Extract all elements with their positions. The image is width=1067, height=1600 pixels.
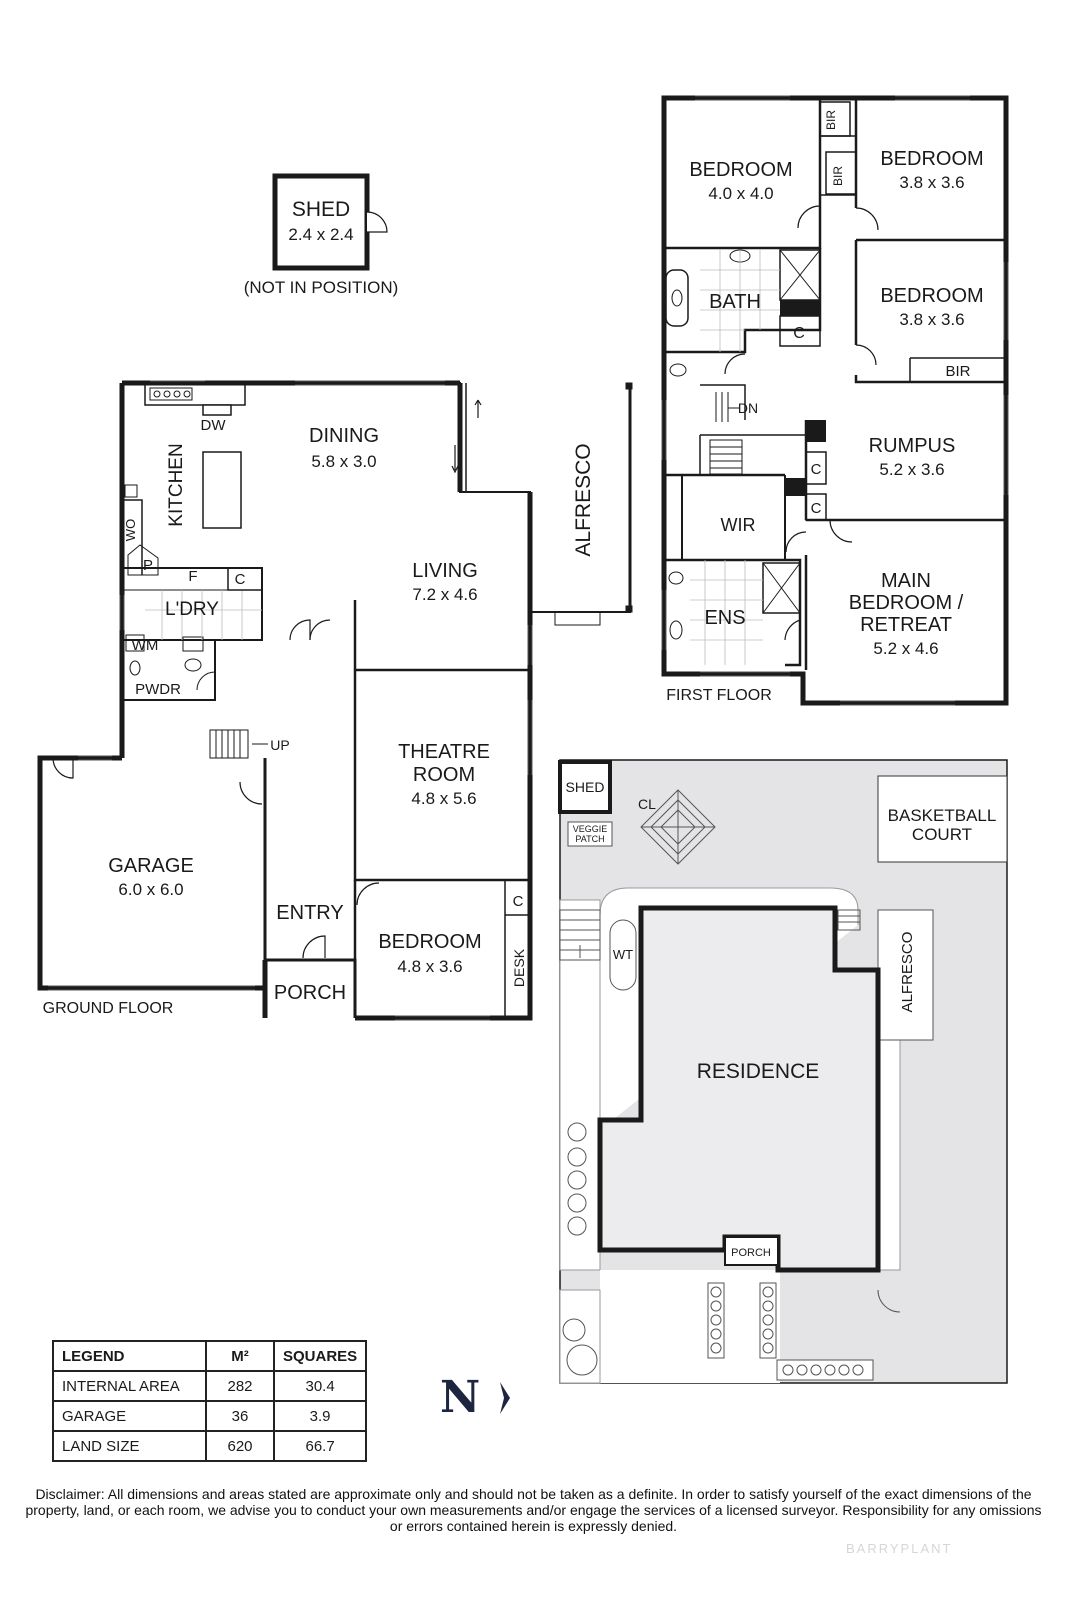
bath-name: BATH bbox=[709, 291, 761, 313]
first-floor-labels: BEDROOM 4.0 x 4.0 BEDROOM 3.8 x 3.6 BIR … bbox=[666, 110, 983, 704]
laundry-name: L'DRY bbox=[165, 599, 219, 620]
entry-name: ENTRY bbox=[276, 902, 343, 924]
main-name1: MAIN bbox=[881, 570, 931, 592]
up-label: UP bbox=[270, 737, 289, 753]
legend-row-squares: 3.9 bbox=[272, 1400, 368, 1432]
site-residence-label: RESIDENCE bbox=[697, 1060, 820, 1083]
legend-row: INTERNAL AREA 282 30.4 bbox=[52, 1370, 368, 1402]
fridge-label: F bbox=[188, 568, 197, 585]
alfresco-name: ALFRESCO bbox=[572, 443, 595, 556]
site-basketball1: BASKETBALL bbox=[888, 806, 997, 825]
legend-row-squares: 66.7 bbox=[272, 1430, 368, 1462]
theatre-name2: ROOM bbox=[413, 764, 475, 786]
bedroom-gf-dims: 4.8 x 3.6 bbox=[397, 957, 462, 976]
wo-label: WO bbox=[123, 519, 138, 541]
legend-row: LAND SIZE 620 66.7 bbox=[52, 1430, 368, 1462]
shed-note: (NOT IN POSITION) bbox=[244, 278, 399, 297]
pantry-label: P bbox=[143, 557, 153, 574]
rumpus-name: RUMPUS bbox=[869, 435, 956, 457]
legend-header-row: LEGEND M² SQUARES bbox=[52, 1340, 368, 1372]
site-veggie1: VEGGIE bbox=[573, 824, 608, 834]
ground-floor-plan bbox=[37, 380, 633, 1021]
bir2-label: BIR bbox=[831, 166, 845, 186]
living-name: LIVING bbox=[412, 560, 478, 582]
legend-row-m2: 36 bbox=[205, 1400, 275, 1432]
ground-floor-labels: DINING 5.8 x 3.0 KITCHEN DW WO P F C L'D… bbox=[43, 417, 595, 1017]
site-shed-label: SHED bbox=[566, 779, 605, 795]
first-floor-title: FIRST FLOOR bbox=[666, 687, 772, 704]
legend-row: GARAGE 36 3.9 bbox=[52, 1400, 368, 1432]
dw-label: DW bbox=[201, 417, 227, 434]
garage-name: GARAGE bbox=[108, 855, 194, 877]
cupboard2-label: C bbox=[513, 893, 524, 910]
legend-row-label: INTERNAL AREA bbox=[52, 1370, 207, 1402]
porch-name: PORCH bbox=[274, 982, 346, 1004]
wm-label: WM bbox=[132, 637, 159, 654]
dining-dims: 5.8 x 3.0 bbox=[311, 452, 376, 471]
site-veggie2: PATCH bbox=[575, 834, 604, 844]
shed-drawing: SHED 2.4 x 2.4 (NOT IN POSITION) bbox=[244, 173, 399, 297]
main-dims: 5.2 x 4.6 bbox=[873, 639, 938, 658]
bedroom1-name: BEDROOM bbox=[689, 159, 792, 181]
bedroom2-name: BEDROOM bbox=[880, 148, 983, 170]
main-name3: RETREAT bbox=[860, 614, 952, 636]
c3-label: C bbox=[811, 500, 822, 517]
ens-name: ENS bbox=[704, 607, 745, 629]
cupboard-label: C bbox=[235, 571, 246, 588]
first-floor-plan bbox=[661, 95, 1009, 706]
disclaimer-text: Disclaimer: All dimensions and areas sta… bbox=[25, 1486, 1042, 1534]
garage-dims: 6.0 x 6.0 bbox=[118, 880, 183, 899]
c2-label: C bbox=[811, 461, 822, 478]
north-label: N bbox=[440, 1372, 481, 1423]
legend-row-m2: 282 bbox=[205, 1370, 275, 1402]
bedroom2-dims: 3.8 x 3.6 bbox=[899, 173, 964, 192]
area-legend-table: LEGEND M² SQUARES INTERNAL AREA 282 30.4… bbox=[52, 1340, 368, 1462]
shed-dims: 2.4 x 2.4 bbox=[288, 225, 353, 244]
north-arrow-icon bbox=[500, 1382, 510, 1414]
legend-row-squares: 30.4 bbox=[272, 1370, 368, 1402]
site-basketball2: COURT bbox=[912, 825, 972, 844]
wir-name: WIR bbox=[721, 515, 756, 535]
desk-label: DESK bbox=[511, 948, 527, 987]
dining-name: DINING bbox=[309, 425, 379, 447]
site-plan-labels: SHED CL VEGGIE PATCH BASKETBALL COURT WT… bbox=[566, 779, 997, 1259]
bedroom3-name: BEDROOM bbox=[880, 285, 983, 307]
legend-header-squares: SQUARES bbox=[272, 1340, 368, 1372]
legend-row-label: GARAGE bbox=[52, 1400, 207, 1432]
legend-row-label: LAND SIZE bbox=[52, 1430, 207, 1462]
main-name2: BEDROOM / bbox=[849, 592, 964, 614]
dn-label: DN bbox=[738, 400, 758, 416]
legend-row-m2: 620 bbox=[205, 1430, 275, 1462]
living-dims: 7.2 x 4.6 bbox=[412, 585, 477, 604]
powder-name: PWDR bbox=[135, 681, 181, 698]
shed-name: SHED bbox=[292, 198, 350, 221]
watermark-logo: BARRYPLANT bbox=[846, 1541, 953, 1556]
theatre-name1: THEATRE bbox=[398, 741, 490, 763]
bedroom1-dims: 4.0 x 4.0 bbox=[708, 184, 773, 203]
site-wt-label: WT bbox=[613, 947, 633, 962]
rumpus-dims: 5.2 x 3.6 bbox=[879, 460, 944, 479]
bedroom-gf-name: BEDROOM bbox=[378, 931, 481, 953]
legend-header-m2: M² bbox=[205, 1340, 275, 1372]
ground-floor-title: GROUND FLOOR bbox=[43, 1000, 174, 1017]
bedroom3-dims: 3.8 x 3.6 bbox=[899, 310, 964, 329]
site-alfresco-label: ALFRESCO bbox=[899, 932, 916, 1013]
legend-header-label: LEGEND bbox=[52, 1340, 207, 1372]
site-plan bbox=[558, 759, 1008, 1384]
c1-label: C bbox=[793, 325, 805, 342]
bir3-label: BIR bbox=[945, 363, 970, 380]
bir1-label: BIR bbox=[824, 110, 838, 130]
theatre-dims: 4.8 x 5.6 bbox=[411, 789, 476, 808]
kitchen-name: KITCHEN bbox=[166, 443, 187, 526]
site-porch-label: PORCH bbox=[731, 1247, 771, 1259]
site-cl-label: CL bbox=[638, 796, 656, 812]
